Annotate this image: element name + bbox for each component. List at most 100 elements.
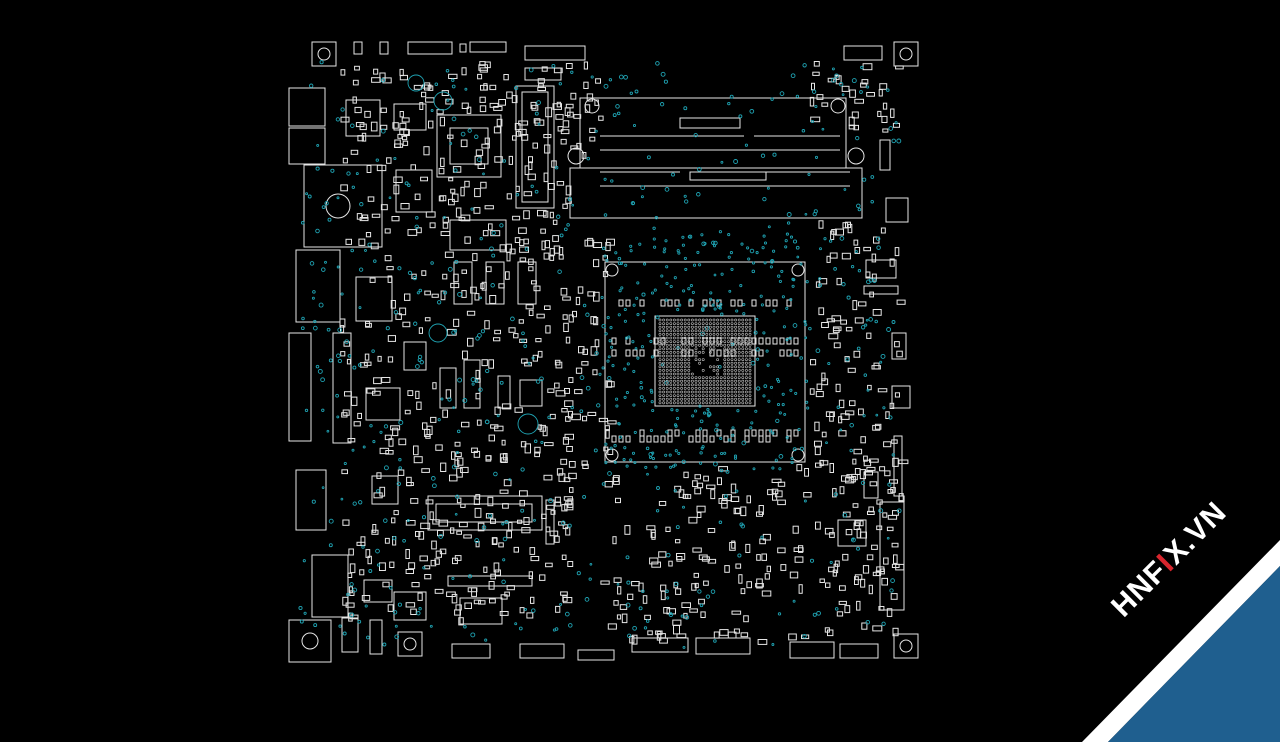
smd-component [554,535,560,543]
smd-component [883,441,892,448]
smd-component [435,550,443,558]
bga-ball [662,401,666,405]
bga-ball [687,325,691,329]
smd-component [642,595,648,604]
via [769,385,774,389]
bga-ball [719,383,723,387]
bga-ball [698,350,702,354]
bga-ball [673,347,676,351]
smd-component [777,499,786,506]
smd-component [488,581,495,590]
smd-component [490,230,501,237]
bga-ball [745,376,748,380]
smd-component [676,556,683,562]
via [488,513,492,518]
bga-ball [719,318,723,322]
via [641,319,645,323]
smd-component [367,196,375,202]
bga-ball [687,365,691,369]
smd-component [339,318,346,328]
via [878,508,884,514]
smd-component [464,602,472,609]
via [678,303,682,307]
via [343,461,347,466]
smd-component [494,156,503,163]
smd-component [458,216,466,221]
bga-ball [683,322,687,326]
via [836,405,841,409]
bga-ball [676,318,680,322]
smd-component [862,565,870,574]
smd-component [555,605,561,613]
smd-component [484,137,490,145]
bga-ball [745,329,748,333]
via [804,323,808,327]
via [747,257,751,261]
smd-component [531,104,539,111]
smd-component [438,195,444,202]
smd-component [556,181,565,186]
smd-component [730,483,737,494]
via [319,60,324,65]
smd-component [693,572,699,578]
via [335,393,339,398]
smd-component [463,534,472,539]
smd-component [743,615,749,623]
via [725,469,730,474]
bga-ball [730,383,734,387]
via [777,274,781,278]
smd-component [865,271,871,278]
via [673,276,677,280]
bga-ball [737,401,741,405]
via [607,355,611,359]
smd-component [551,160,557,168]
via [510,316,515,322]
smd-component [849,89,856,98]
via [430,109,434,112]
smd-component [408,562,416,570]
bga-ball [712,397,716,401]
smd-component [867,510,875,515]
smd-component [565,500,573,506]
bga-ball [716,325,720,329]
bga-ball [712,332,716,336]
bga-ball [737,340,741,344]
via [633,430,637,434]
via [632,403,636,407]
smd-component [777,547,786,554]
bga-ball [658,397,662,401]
via [665,281,669,285]
smd-component [733,628,740,634]
bga-ball [687,329,691,333]
bga-ball [712,401,716,405]
bga-ball [734,361,738,365]
bga-ball [748,350,752,354]
bga-ball [748,325,752,329]
smd-component [415,390,420,399]
smd-component [425,97,435,103]
bga-ball [745,358,748,362]
smd-component [803,492,812,498]
smd-component [731,610,742,615]
bga-ball [723,358,727,362]
via [438,533,444,539]
via [491,230,496,236]
smd-component [387,275,393,283]
bga-ball [662,318,666,322]
bga-ball [719,397,723,401]
smd-component [501,439,506,446]
smd-component [751,337,757,345]
via [605,258,609,262]
via [707,414,711,418]
via [464,87,468,91]
smd-component [631,581,640,587]
bga-ball [673,397,676,401]
smd-component [565,63,573,69]
smd-component [340,325,345,333]
bga-ball [676,354,680,358]
bga-ball [737,386,741,390]
smd-component [528,571,534,579]
via [806,406,810,410]
